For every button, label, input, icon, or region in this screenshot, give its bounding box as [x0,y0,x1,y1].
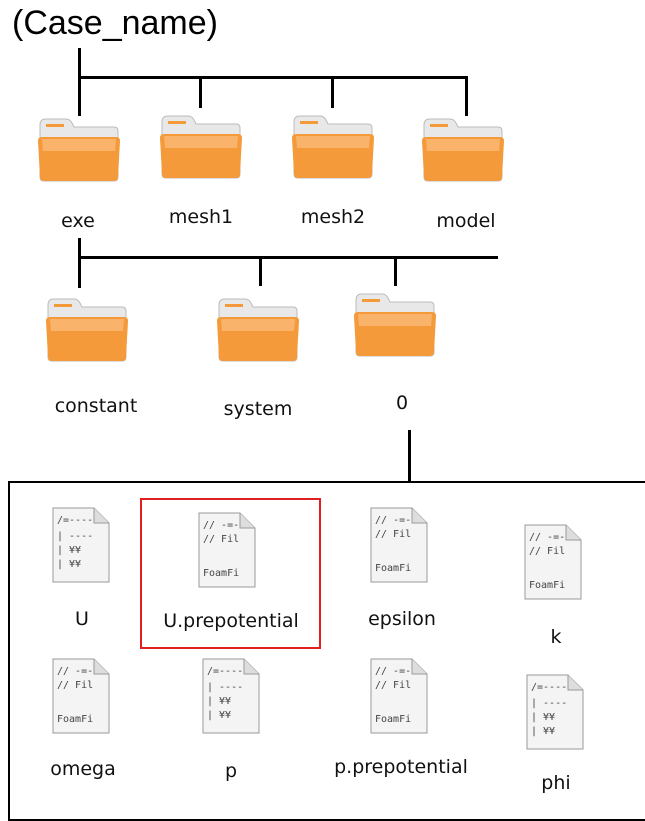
file-icon[interactable]: /=---- | ---- | ¥¥ | ¥¥ [524,672,586,752]
folder-label: 0 [395,392,409,414]
file-label: epsilon [368,608,436,630]
folder-label: model [436,210,496,232]
connector-line [78,256,498,259]
file-icon-text: | ¥¥ [207,710,231,721]
file-icon-text: // Fil [203,534,239,545]
file-icon-text: | ---- [531,698,567,709]
file-icon[interactable]: // -=- // Fil FoamFi [368,505,430,585]
file-icon-text: // Fil [529,546,565,557]
file-icon-text: FoamFi [57,714,93,725]
connector-line [331,78,334,108]
file-icon-text: // Fil [57,680,93,691]
file-icon-text: // Fil [375,680,411,691]
file-label: U.prepotential [163,610,299,632]
file-icon-text: /=---- [207,666,243,677]
file-icon-text: FoamFi [529,580,565,591]
file-icon[interactable]: // -=- // Fil FoamFi [522,522,584,602]
file-icon[interactable]: /=---- | ---- | ¥¥ | ¥¥ [50,505,112,585]
folder-icon[interactable] [420,115,506,185]
file-icon-text: /=---- [57,515,93,526]
folder-icon[interactable] [290,112,376,182]
file-icon-text: // -=- [529,532,565,543]
file-icon[interactable]: // -=- // Fil FoamFi [368,656,430,736]
connector-line [78,48,81,116]
file-icon-text: // -=- [203,520,239,531]
folder-label: system [223,398,293,420]
connector-line [408,430,411,482]
file-icon-text: FoamFi [375,563,411,574]
connector-line [199,78,202,108]
connector-line [465,76,468,116]
file-icon-text: | ---- [57,531,93,542]
file-label: omega [50,758,116,780]
folder-icon[interactable] [352,290,438,360]
file-icon-text: | ---- [207,682,243,693]
folder-label: mesh1 [168,206,234,228]
file-icon-text: // -=- [375,666,411,677]
file-label: p [224,760,238,782]
folder-label: mesh2 [300,206,366,228]
connector-line [78,76,468,79]
file-icon[interactable]: // -=- // Fil FoamFi [196,510,258,590]
folder-icon[interactable] [158,112,244,182]
folder-label: exe [61,210,95,232]
file-icon[interactable]: // -=- // Fil FoamFi [50,656,112,736]
file-icon[interactable]: /=---- | ---- | ¥¥ | ¥¥ [200,656,262,736]
file-icon-text: | ¥¥ [57,545,81,556]
highlight-box [140,498,321,649]
file-label: p.prepotential [334,756,468,778]
file-icon-text: | ¥¥ [57,559,81,570]
folder-icon[interactable] [36,115,122,185]
file-icon-text: FoamFi [203,568,239,579]
file-label: U [75,608,89,630]
file-icon-text: /=---- [531,682,567,693]
folder-icon[interactable] [215,295,301,365]
file-icon-text: | ¥¥ [531,712,555,723]
folder-icon[interactable] [44,295,130,365]
file-icon-text: // -=- [57,666,93,677]
connector-line [78,238,81,288]
connector-line [259,258,262,286]
file-label: k [550,626,562,648]
root-folder-label: (Case_name) [12,4,218,42]
file-icon-text: | ¥¥ [531,726,555,737]
file-icon-text: // Fil [375,529,411,540]
connector-line [394,258,397,286]
file-icon-text: | ¥¥ [207,696,231,707]
file-icon-text: // -=- [375,515,411,526]
folder-label: constant [54,395,138,417]
file-label: phi [541,772,571,794]
file-icon-text: FoamFi [375,714,411,725]
